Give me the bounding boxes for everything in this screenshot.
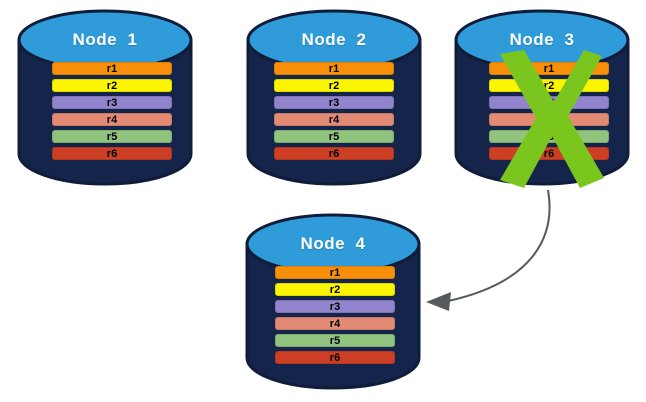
node-1-row-r1-label: r1 (106, 63, 118, 75)
node-4-row-r3[interactable]: r3 (275, 300, 395, 313)
node-3-row-r4[interactable]: r4 (489, 113, 609, 126)
node-1-row-r4-label: r4 (106, 114, 118, 126)
node-4[interactable]: Node 4 r1 r2 r3 r4 r5 r6 (244, 212, 422, 390)
node-4-row-r3-label: r3 (329, 301, 341, 313)
node-3-row-r2[interactable]: r2 (489, 79, 609, 92)
node-3-row-r1[interactable]: r1 (489, 62, 609, 75)
node-1-row-r2-label: r2 (106, 80, 118, 92)
node-1-title: Node 1 (72, 30, 138, 49)
node-2-row-r1[interactable]: r1 (274, 62, 394, 75)
node-1-row-r4[interactable]: r4 (52, 113, 172, 126)
node-4-row-r1[interactable]: r1 (275, 266, 395, 279)
node-1-row-r2[interactable]: r2 (52, 79, 172, 92)
node-1-row-r1[interactable]: r1 (52, 62, 172, 75)
node-3-row-r1-label: r1 (543, 63, 555, 75)
node-1-row-r6[interactable]: r6 (52, 147, 172, 160)
node-1[interactable]: Node 1 r1 r2 r3 r4 r5 r6 (16, 8, 194, 186)
node-1-row-r6-label: r6 (106, 148, 118, 160)
node-4-row-r4-label: r4 (329, 318, 341, 330)
node-3-row-r4-label: r4 (543, 114, 555, 126)
node-2-row-r4-label: r4 (328, 114, 340, 126)
node-2-row-r5-label: r5 (328, 131, 340, 143)
node-2-row-r6[interactable]: r6 (274, 147, 394, 160)
node-4-row-r5-label: r5 (329, 335, 341, 347)
node-3[interactable]: Node 3 r1 r2 r3 r4 r5 r6 (453, 8, 631, 188)
node-4-row-r6-label: r6 (329, 352, 341, 364)
node-2-title: Node 2 (301, 30, 367, 49)
node-2-row-r4[interactable]: r4 (274, 113, 394, 126)
node-4-row-r2[interactable]: r2 (275, 283, 395, 296)
node-3-row-r5[interactable]: r5 (489, 130, 609, 143)
node-4-row-r4[interactable]: r4 (275, 317, 395, 330)
node-2-row-r3[interactable]: r3 (274, 96, 394, 109)
node-2-row-r2[interactable]: r2 (274, 79, 394, 92)
node-1-row-r5-label: r5 (106, 131, 118, 143)
node-4-row-r1-label: r1 (329, 267, 341, 279)
node-2-row-r6-label: r6 (328, 148, 340, 160)
node-3-title: Node 3 (509, 30, 575, 49)
node-3-row-r5-label: r5 (543, 131, 555, 143)
node-3-row-r2-label: r2 (543, 80, 555, 92)
node-1-row-r3-label: r3 (106, 97, 118, 109)
node-3-row-r6[interactable]: r6 (489, 147, 609, 160)
node-2-row-r3-label: r3 (328, 97, 340, 109)
node-4-title: Node 4 (300, 234, 366, 253)
node-2-row-r1-label: r1 (328, 63, 340, 75)
node-3-row-r3[interactable]: r3 (489, 96, 609, 109)
node-2-row-r2-label: r2 (328, 80, 340, 92)
node-3-row-r6-label: r6 (543, 148, 555, 160)
node-3-row-r3-label: r3 (543, 97, 555, 109)
node-4-row-r2-label: r2 (329, 284, 341, 296)
node-1-row-r5[interactable]: r5 (52, 130, 172, 143)
node-4-row-r5[interactable]: r5 (275, 334, 395, 347)
node-1-row-r3[interactable]: r3 (52, 96, 172, 109)
node-4-row-r6[interactable]: r6 (275, 351, 395, 364)
node-2-row-r5[interactable]: r5 (274, 130, 394, 143)
node-2[interactable]: Node 2 r1 r2 r3 r4 r5 r6 (245, 8, 423, 186)
